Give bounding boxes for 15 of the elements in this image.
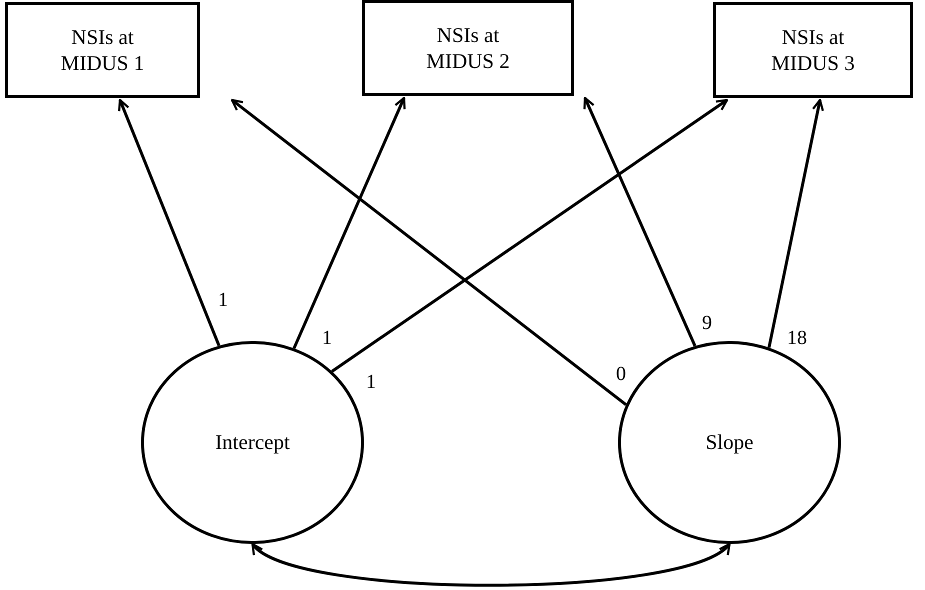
arrow: [331, 98, 728, 373]
variable-label: NSIs at MIDUS 3: [770, 24, 856, 76]
observed-variable-box: [713, 2, 913, 98]
arrow: [583, 96, 696, 347]
arrow: [230, 98, 627, 406]
variable-label: NSIs at MIDUS 2: [425, 22, 511, 74]
covariance-arrow: [251, 542, 731, 587]
variable-label: NSIs at MIDUS 1: [60, 24, 146, 76]
arrow: [118, 98, 220, 346]
observed-variable-box: [5, 2, 200, 98]
variable-label: Intercept: [215, 429, 290, 456]
arrow: [768, 98, 824, 348]
variable-label: Slope: [706, 429, 754, 456]
observed-variable-box: [362, 0, 574, 96]
arrow: [292, 96, 406, 349]
